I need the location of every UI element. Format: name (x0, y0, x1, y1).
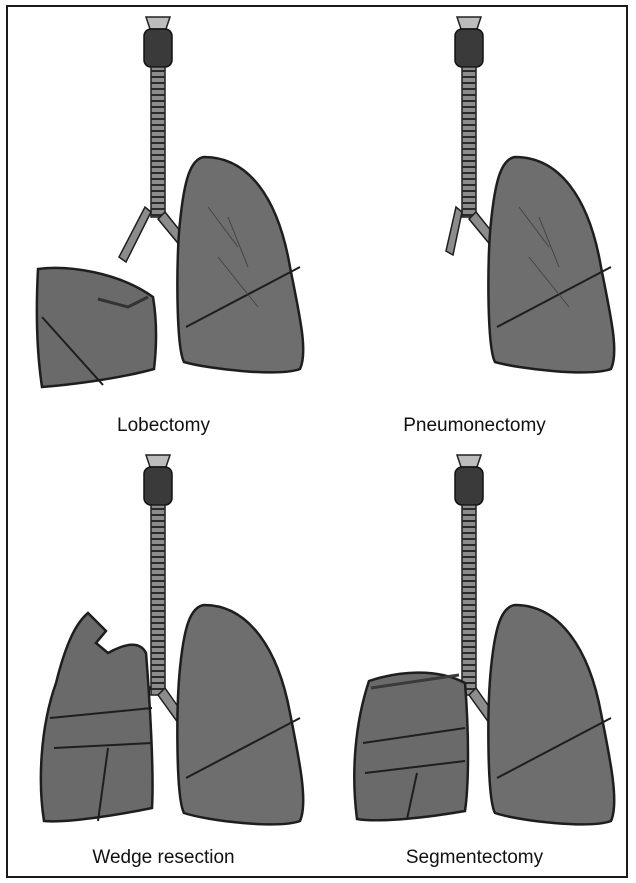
trachea (151, 67, 165, 217)
trachea (151, 505, 165, 695)
larynx-icon (144, 455, 172, 505)
figure-frame: Lobectomy Pneumonectomy (6, 5, 628, 878)
segmentectomy-illustration (319, 443, 630, 843)
wedge-resection-illustration (8, 443, 319, 843)
larynx-icon (455, 17, 483, 67)
pneumonectomy-illustration (319, 7, 630, 407)
panel-segmentectomy: Segmentectomy (319, 443, 630, 879)
right-bronchus-stump (446, 207, 462, 255)
caption-wedge-resection: Wedge resection (8, 847, 319, 869)
left-lung (488, 605, 614, 824)
left-lung (177, 605, 303, 824)
panel-pneumonectomy: Pneumonectomy (319, 7, 630, 443)
left-lung (177, 157, 303, 372)
panel-lobectomy: Lobectomy (8, 7, 319, 443)
panel-wedge-resection: Wedge resection (8, 443, 319, 879)
caption-segmentectomy: Segmentectomy (319, 847, 630, 869)
caption-pneumonectomy: Pneumonectomy (319, 415, 630, 437)
larynx-icon (144, 17, 172, 67)
right-bronchus-stump (119, 207, 151, 262)
caption-lobectomy: Lobectomy (8, 415, 319, 437)
trachea (462, 505, 476, 695)
larynx-icon (455, 455, 483, 505)
trachea (462, 67, 476, 217)
left-lung (488, 157, 614, 372)
lobectomy-illustration (8, 7, 319, 407)
resected-lobe (37, 268, 156, 387)
